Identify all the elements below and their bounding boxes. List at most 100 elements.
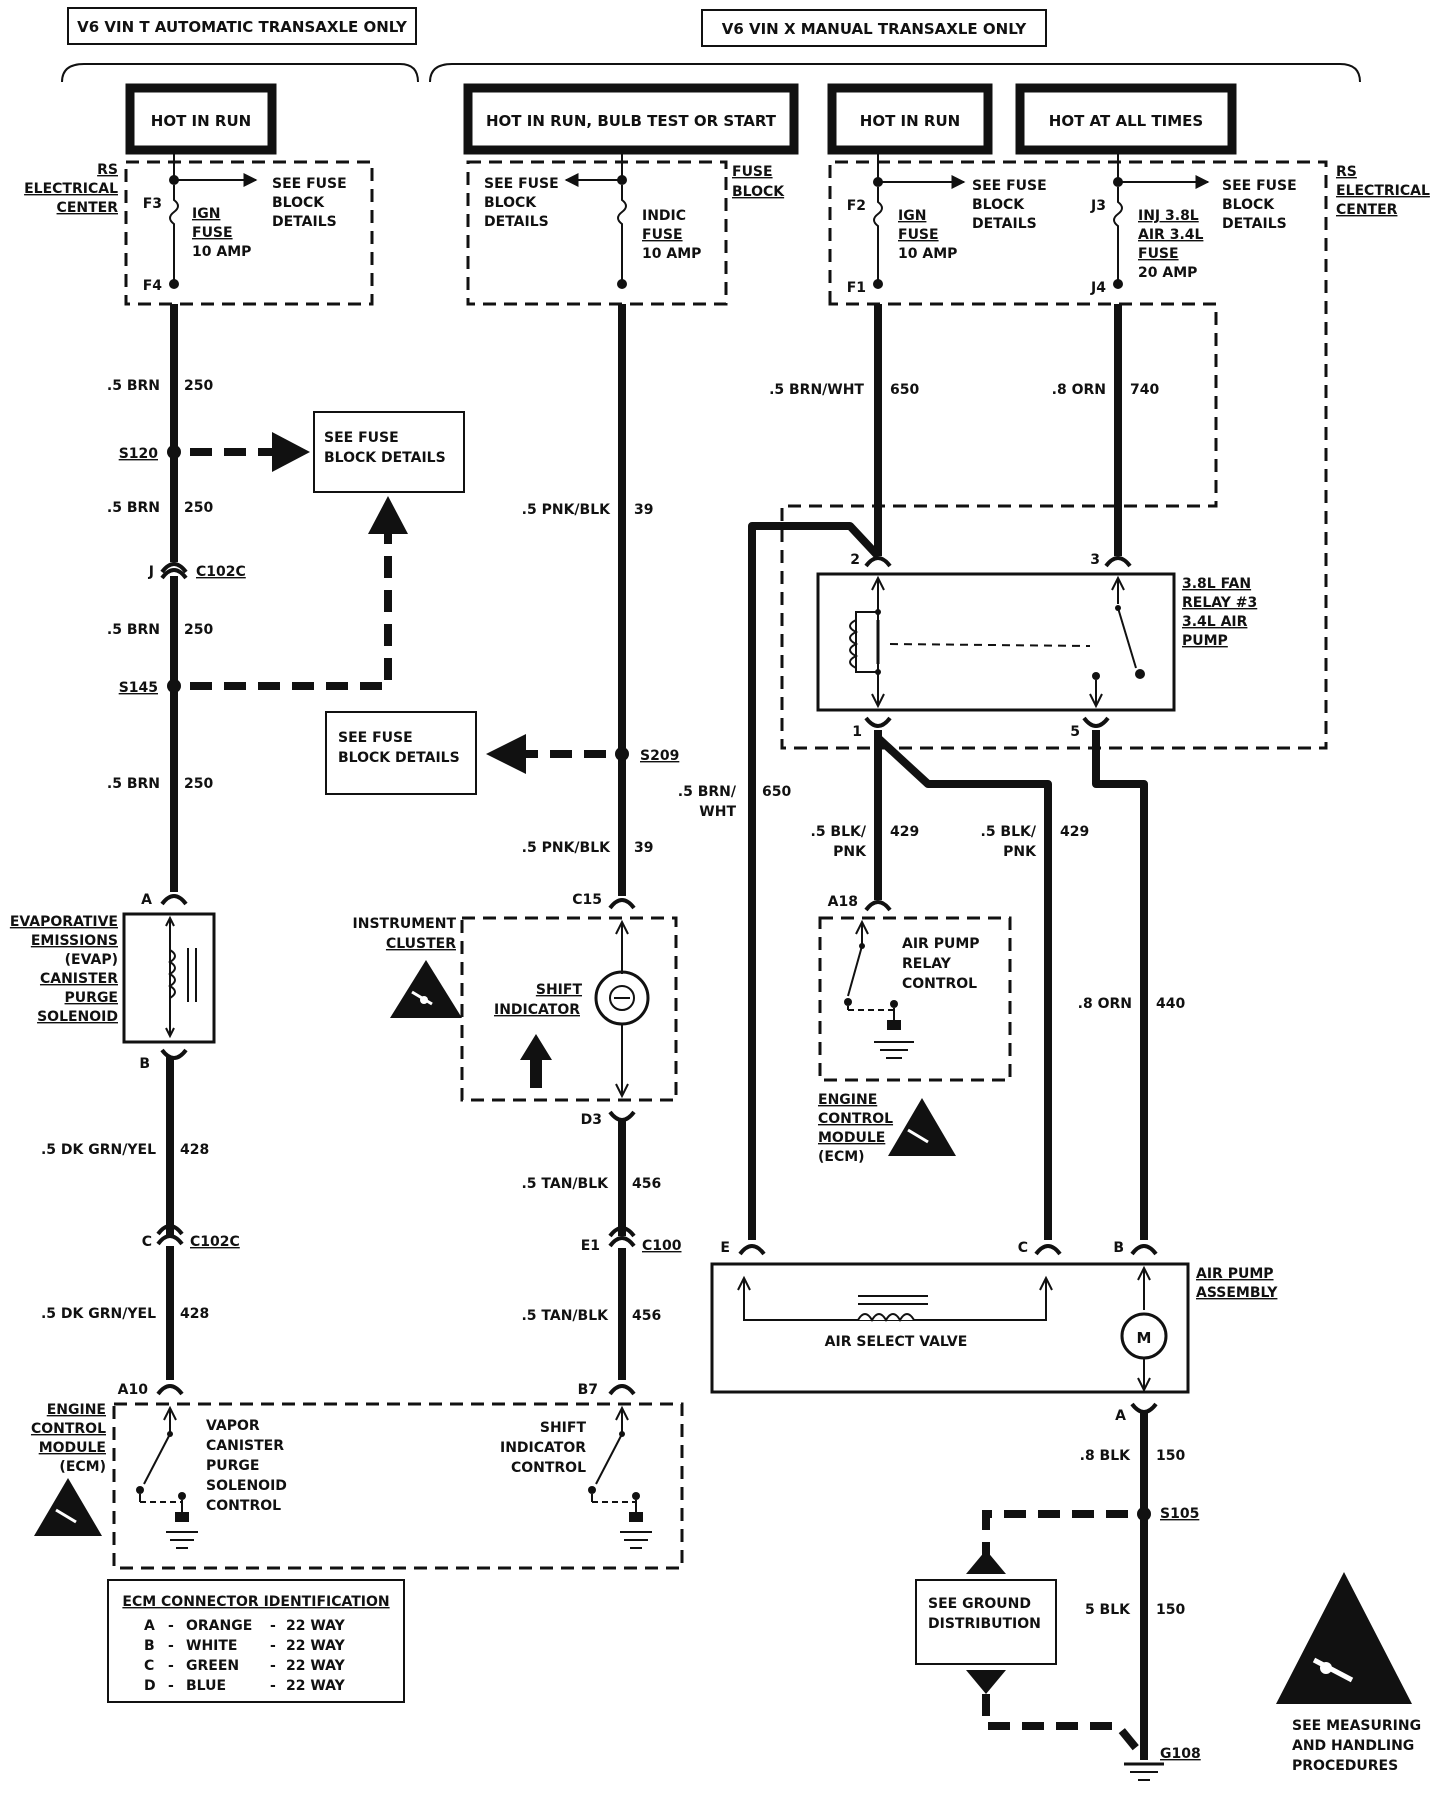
legend-row: C - GREEN - 22 WAY: [144, 1658, 346, 1674]
svg-text:428: 428: [180, 1306, 209, 1322]
esd-icon-cluster: [390, 960, 462, 1018]
svg-text:.5 BRN: .5 BRN: [107, 776, 160, 792]
svg-text:S120: S120: [119, 446, 159, 462]
fuse-block-label: FUSE BLOCK: [732, 164, 785, 200]
svg-text:HOT IN RUN: HOT IN RUN: [151, 112, 251, 130]
fuse-ign-left: F3 F4 IGN FUSE 10 AMP SEE FUSE BLOCK DET…: [143, 150, 347, 294]
svg-text:HOT IN RUN, BULB TEST OR START: HOT IN RUN, BULB TEST OR START: [486, 112, 777, 130]
svg-text:ECM CONNECTOR IDENTIFICATION: ECM CONNECTOR IDENTIFICATION: [122, 1594, 389, 1610]
svg-text:250: 250: [184, 378, 213, 394]
svg-text:3.8L FAN: 3.8L FAN: [1182, 576, 1251, 592]
svg-text:C100: C100: [642, 1238, 682, 1254]
svg-text:.5 BRN/: .5 BRN/: [678, 784, 737, 800]
svg-text:BLOCK: BLOCK: [1222, 197, 1275, 213]
svg-text:.5 BLK/: .5 BLK/: [981, 824, 1037, 840]
svg-text:-: -: [270, 1638, 276, 1654]
svg-text:AIR PUMP: AIR PUMP: [1196, 1266, 1274, 1282]
svg-text:WHITE: WHITE: [186, 1638, 237, 1654]
svg-text:INDIC: INDIC: [642, 208, 686, 224]
svg-text:F3: F3: [143, 196, 162, 212]
see-fuse-block-details-box-upper: SEE FUSE BLOCK DETAILS: [313, 411, 465, 493]
svg-text:-: -: [270, 1618, 276, 1634]
see-ground-distribution-box: SEE GROUND DISTRIBUTION: [915, 1579, 1140, 1751]
svg-text:F2: F2: [847, 198, 866, 214]
svg-text:.8 ORN: .8 ORN: [1078, 996, 1132, 1012]
circuit-440-orn: .8 ORN 440: [1078, 730, 1185, 1240]
svg-text:IGN: IGN: [898, 208, 926, 224]
svg-text:IGN: IGN: [192, 206, 220, 222]
svg-text:428: 428: [180, 1142, 209, 1158]
svg-text:E: E: [720, 1240, 730, 1256]
svg-text:INDICATOR: INDICATOR: [500, 1440, 586, 1456]
svg-text:.5 PNK/BLK: .5 PNK/BLK: [522, 502, 611, 518]
svg-text:(ECM): (ECM): [818, 1149, 865, 1165]
svg-text:CONTROL: CONTROL: [818, 1111, 893, 1127]
svg-text:RS: RS: [97, 162, 118, 178]
svg-text:HOT IN RUN: HOT IN RUN: [860, 112, 960, 130]
evap-canister-purge-solenoid: A B EVAPORATIVE EMISSIONS (EVAP) CANISTE…: [10, 892, 216, 1072]
svg-text:BLOCK DETAILS: BLOCK DETAILS: [324, 450, 446, 466]
svg-text:ELECTRICAL: ELECTRICAL: [1336, 183, 1430, 199]
svg-text:RELAY #3: RELAY #3: [1182, 595, 1257, 611]
fuse-ign-right: F2 F1 IGN FUSE 10 AMP SEE FUSE BLOCK DET…: [847, 150, 1047, 296]
svg-text:BLOCK: BLOCK: [732, 184, 785, 200]
svg-text:PURGE: PURGE: [206, 1458, 259, 1474]
legend-row: B - WHITE - 22 WAY: [144, 1638, 346, 1654]
fan-relay-3: 2 3 1 5 3.8L FAN RELAY #3 3.4L AIR PUMP: [816, 552, 1257, 740]
svg-text:ORANGE: ORANGE: [186, 1618, 252, 1634]
svg-text:DETAILS: DETAILS: [1222, 216, 1287, 232]
svg-text:740: 740: [1130, 382, 1159, 398]
svg-text:S209: S209: [640, 748, 679, 764]
svg-text:PNK: PNK: [1003, 844, 1037, 860]
svg-text:V6 VIN X MANUAL TRANSAXLE ONLY: V6 VIN X MANUAL TRANSAXLE ONLY: [722, 20, 1028, 38]
svg-text:10 AMP: 10 AMP: [898, 246, 957, 262]
svg-text:.5 TAN/BLK: .5 TAN/BLK: [521, 1308, 609, 1324]
svg-text:C: C: [144, 1658, 154, 1674]
power-box-hot-in-run-1: HOT IN RUN: [125, 83, 277, 155]
ecm-connector-legend: ECM CONNECTOR IDENTIFICATION A - ORANGE …: [107, 1579, 405, 1703]
svg-text:BLOCK DETAILS: BLOCK DETAILS: [338, 750, 460, 766]
circuit-150-blk: A .8 BLK 150 5 BLK 150: [1080, 1402, 1185, 1760]
svg-text:AND HANDLING: AND HANDLING: [1292, 1738, 1414, 1754]
svg-text:SEE FUSE: SEE FUSE: [272, 176, 347, 192]
svg-text:10 AMP: 10 AMP: [642, 246, 701, 262]
svg-text:-: -: [168, 1678, 174, 1694]
instrument-cluster: C15 INSTRUMENT CLUSTER SHIFT INDICATOR D…: [353, 892, 678, 1128]
svg-text:D: D: [144, 1678, 156, 1694]
svg-text:CENTER: CENTER: [1336, 202, 1398, 218]
svg-text:456: 456: [632, 1176, 661, 1192]
svg-text:650: 650: [762, 784, 791, 800]
air-pump-relay-control: A18 AIR PUMP RELAY CONTROL: [818, 894, 1012, 1082]
svg-text:.5 DK GRN/YEL: .5 DK GRN/YEL: [41, 1306, 156, 1322]
circuit-650-brn-wht: .5 BRN/WHT 650 .5 BRN/ WHT 650: [678, 304, 919, 1240]
splice-s145: S145: [119, 496, 408, 696]
circuit-250-brn: .5 BRN 250 .5 BRN 250 .5 BRN 250 .5 BRN …: [107, 304, 246, 892]
svg-text:FUSE: FUSE: [642, 227, 683, 243]
power-box-hot-in-run-2: HOT IN RUN: [827, 83, 993, 155]
see-fuse-block-details-box-lower: SEE FUSE BLOCK DETAILS: [325, 711, 477, 795]
svg-text:PURGE: PURGE: [65, 990, 118, 1006]
esd-icon-ecm-left: [34, 1478, 102, 1536]
air-pump-assembly: E C B AIR SELECT VALVE M AIR PUMP ASSEMB…: [710, 1240, 1278, 1394]
svg-text:A: A: [141, 892, 152, 908]
legend-row: A - ORANGE - 22 WAY: [144, 1618, 346, 1634]
svg-text:5 BLK: 5 BLK: [1085, 1602, 1131, 1618]
svg-text:.8 ORN: .8 ORN: [1052, 382, 1106, 398]
svg-text:250: 250: [184, 776, 213, 792]
svg-text:M: M: [1137, 1329, 1152, 1347]
svg-text:PROCEDURES: PROCEDURES: [1292, 1758, 1398, 1774]
svg-text:.5 PNK/BLK: .5 PNK/BLK: [522, 840, 611, 856]
fuse-area-middle: [466, 160, 728, 306]
svg-text:650: 650: [890, 382, 919, 398]
svg-text:DETAILS: DETAILS: [484, 214, 549, 230]
svg-text:F4: F4: [143, 278, 163, 294]
power-box-hot-at-all-times: HOT AT ALL TIMES: [1015, 83, 1237, 155]
svg-text:GREEN: GREEN: [186, 1658, 239, 1674]
rs-electrical-center-left: RS ELECTRICAL CENTER: [24, 162, 118, 216]
power-box-hot-bulb-test: HOT IN RUN, BULB TEST OR START: [463, 83, 799, 155]
svg-text:PNK: PNK: [833, 844, 867, 860]
svg-text:C: C: [1018, 1240, 1028, 1256]
svg-text:22 WAY: 22 WAY: [286, 1618, 346, 1634]
svg-text:C15: C15: [572, 892, 602, 908]
svg-text:10 AMP: 10 AMP: [192, 244, 251, 260]
